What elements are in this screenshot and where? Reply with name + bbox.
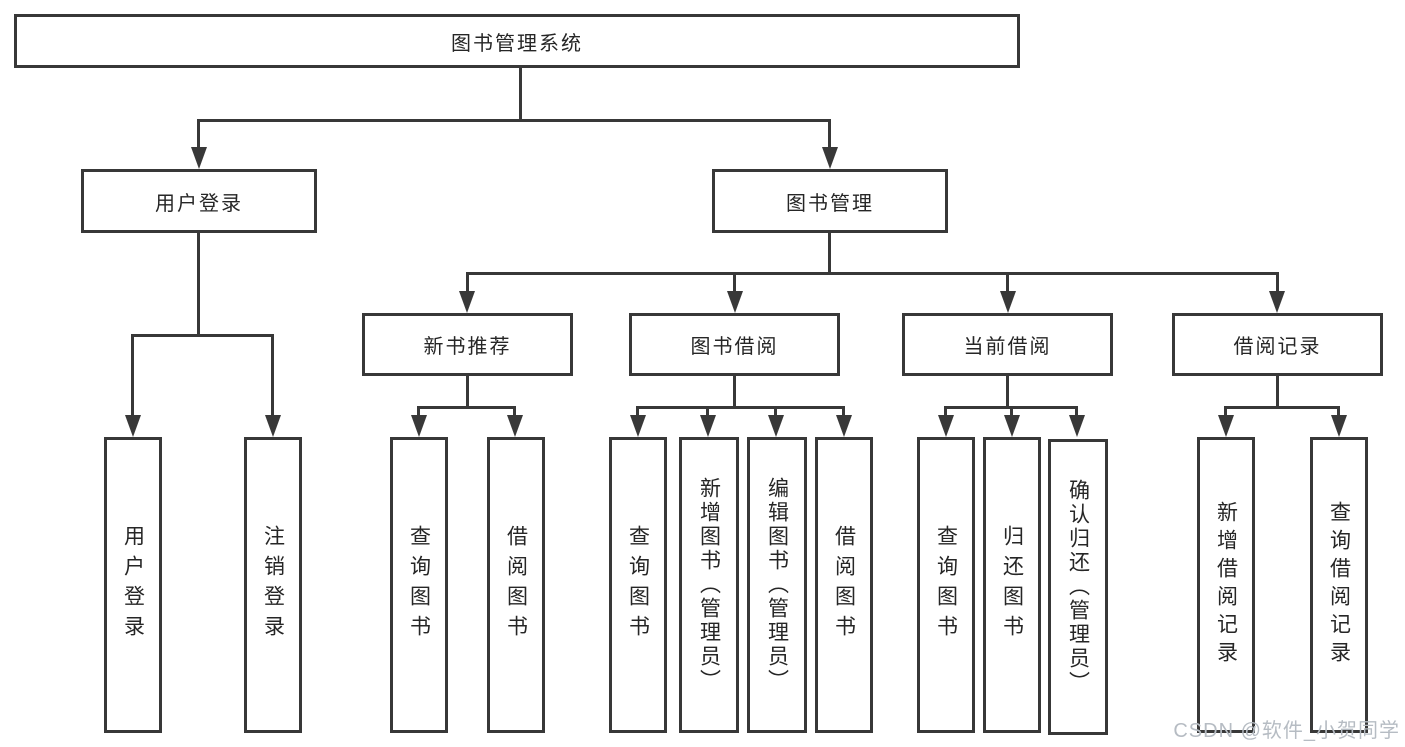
leaf-query-books-recommend: 查询图书 [390,437,448,733]
node-root-label: 图书管理系统 [451,32,583,55]
watermark: CSDN @软件_小贺同学 [1173,720,1400,742]
node-book-management: 图书管理 [712,169,948,233]
leaf-borrow-books-recommend: 借阅图书 [487,437,545,733]
arrow-down-icon [768,415,784,437]
connector-hline [131,334,274,337]
arrow-down-icon [265,415,281,437]
arrow-down-icon [459,291,475,313]
connector-vline [1006,376,1009,409]
connector-vline [197,119,200,151]
leaf-query-borrow-record-label: 查询借阅记录 [1327,501,1351,669]
connector-hline [197,119,831,122]
connector-vline [1006,272,1009,294]
leaf-add-borrow-record: 新增借阅记录 [1197,437,1255,733]
leaf-add-borrow-record-label: 新增借阅记录 [1214,501,1238,669]
connector-vline [466,376,469,409]
leaf-user-login: 用户登录 [104,437,162,733]
connector-hline [636,406,845,409]
connector-vline [828,119,831,151]
node-new-book-recommendation: 新书推荐 [362,313,573,376]
leaf-query-books-current: 查询图书 [917,437,975,733]
arrow-down-icon [822,147,838,169]
leaf-logout-label: 注销登录 [261,525,285,645]
arrow-down-icon [836,415,852,437]
connector-vline [513,406,516,418]
leaf-query-books-borrow-label: 查询图书 [626,525,650,645]
leaf-query-books-borrow: 查询图书 [609,437,667,733]
leaf-return-books-label: 归还图书 [1000,525,1024,645]
node-book-management-label: 图书管理 [786,192,874,215]
leaf-add-book-admin-label: 新增图书（管理员） [697,477,721,693]
node-borrowing-records-label: 借阅记录 [1233,336,1322,358]
arrow-down-icon [411,415,427,437]
arrow-down-icon [125,415,141,437]
node-user-login-label: 用户登录 [155,192,243,215]
leaf-user-login-label: 用户登录 [121,525,145,645]
arrow-down-icon [1000,291,1016,313]
connector-vline [1276,376,1279,409]
arrow-down-icon [191,147,207,169]
arrow-down-icon [1331,415,1347,437]
arrow-down-icon [727,291,743,313]
connector-vline [1075,406,1078,418]
leaf-edit-book-admin: 编辑图书（管理员） [747,437,807,733]
node-current-borrowing: 当前借阅 [902,313,1113,376]
arrow-down-icon [1269,291,1285,313]
node-book-borrowing: 图书借阅 [629,313,840,376]
connector-vline [733,376,736,409]
connector-vline [131,334,134,418]
leaf-logout: 注销登录 [244,437,302,733]
connector-vline [842,406,845,418]
connector-vline [944,406,947,418]
leaf-query-books-recommend-label: 查询图书 [407,525,431,645]
leaf-add-book-admin: 新增图书（管理员） [679,437,739,733]
arrow-down-icon [700,415,716,437]
leaf-return-books: 归还图书 [983,437,1041,733]
arrow-down-icon [630,415,646,437]
connector-vline [466,272,469,294]
arrow-down-icon [1069,415,1085,437]
connector-vline [733,272,736,294]
connector-hline [466,272,1279,275]
connector-vline [1337,406,1340,418]
arrow-down-icon [1218,415,1234,437]
connector-hline [417,406,516,409]
connector-hline [1224,406,1340,409]
leaf-query-borrow-record: 查询借阅记录 [1310,437,1368,733]
node-root: 图书管理系统 [14,14,1020,68]
leaf-borrow-books-borrow: 借阅图书 [815,437,873,733]
arrow-down-icon [938,415,954,437]
connector-vline [271,334,274,418]
connector-vline [519,68,522,120]
node-new-book-recommendation-label: 新书推荐 [423,336,512,358]
connector-vline [636,406,639,418]
connector-vline [1224,406,1227,418]
node-borrowing-records: 借阅记录 [1172,313,1383,376]
arrow-down-icon [1004,415,1020,437]
node-book-borrowing-label: 图书借阅 [690,336,779,358]
connector-vline [417,406,420,418]
connector-vline [774,406,777,418]
node-current-borrowing-label: 当前借阅 [963,336,1052,358]
connector-vline [197,233,200,336]
leaf-borrow-books-borrow-label: 借阅图书 [832,525,856,645]
leaf-query-books-current-label: 查询图书 [934,525,958,645]
arrow-down-icon [507,415,523,437]
connector-vline [1276,272,1279,294]
connector-vline [706,406,709,418]
leaf-confirm-return-admin: 确认归还（管理员） [1048,439,1108,735]
connector-vline [1010,406,1013,418]
node-user-login: 用户登录 [81,169,317,233]
leaf-edit-book-admin-label: 编辑图书（管理员） [765,477,789,693]
leaf-confirm-return-admin-label: 确认归还（管理员） [1066,479,1090,695]
connector-vline [828,233,831,275]
leaf-borrow-books-recommend-label: 借阅图书 [504,525,528,645]
